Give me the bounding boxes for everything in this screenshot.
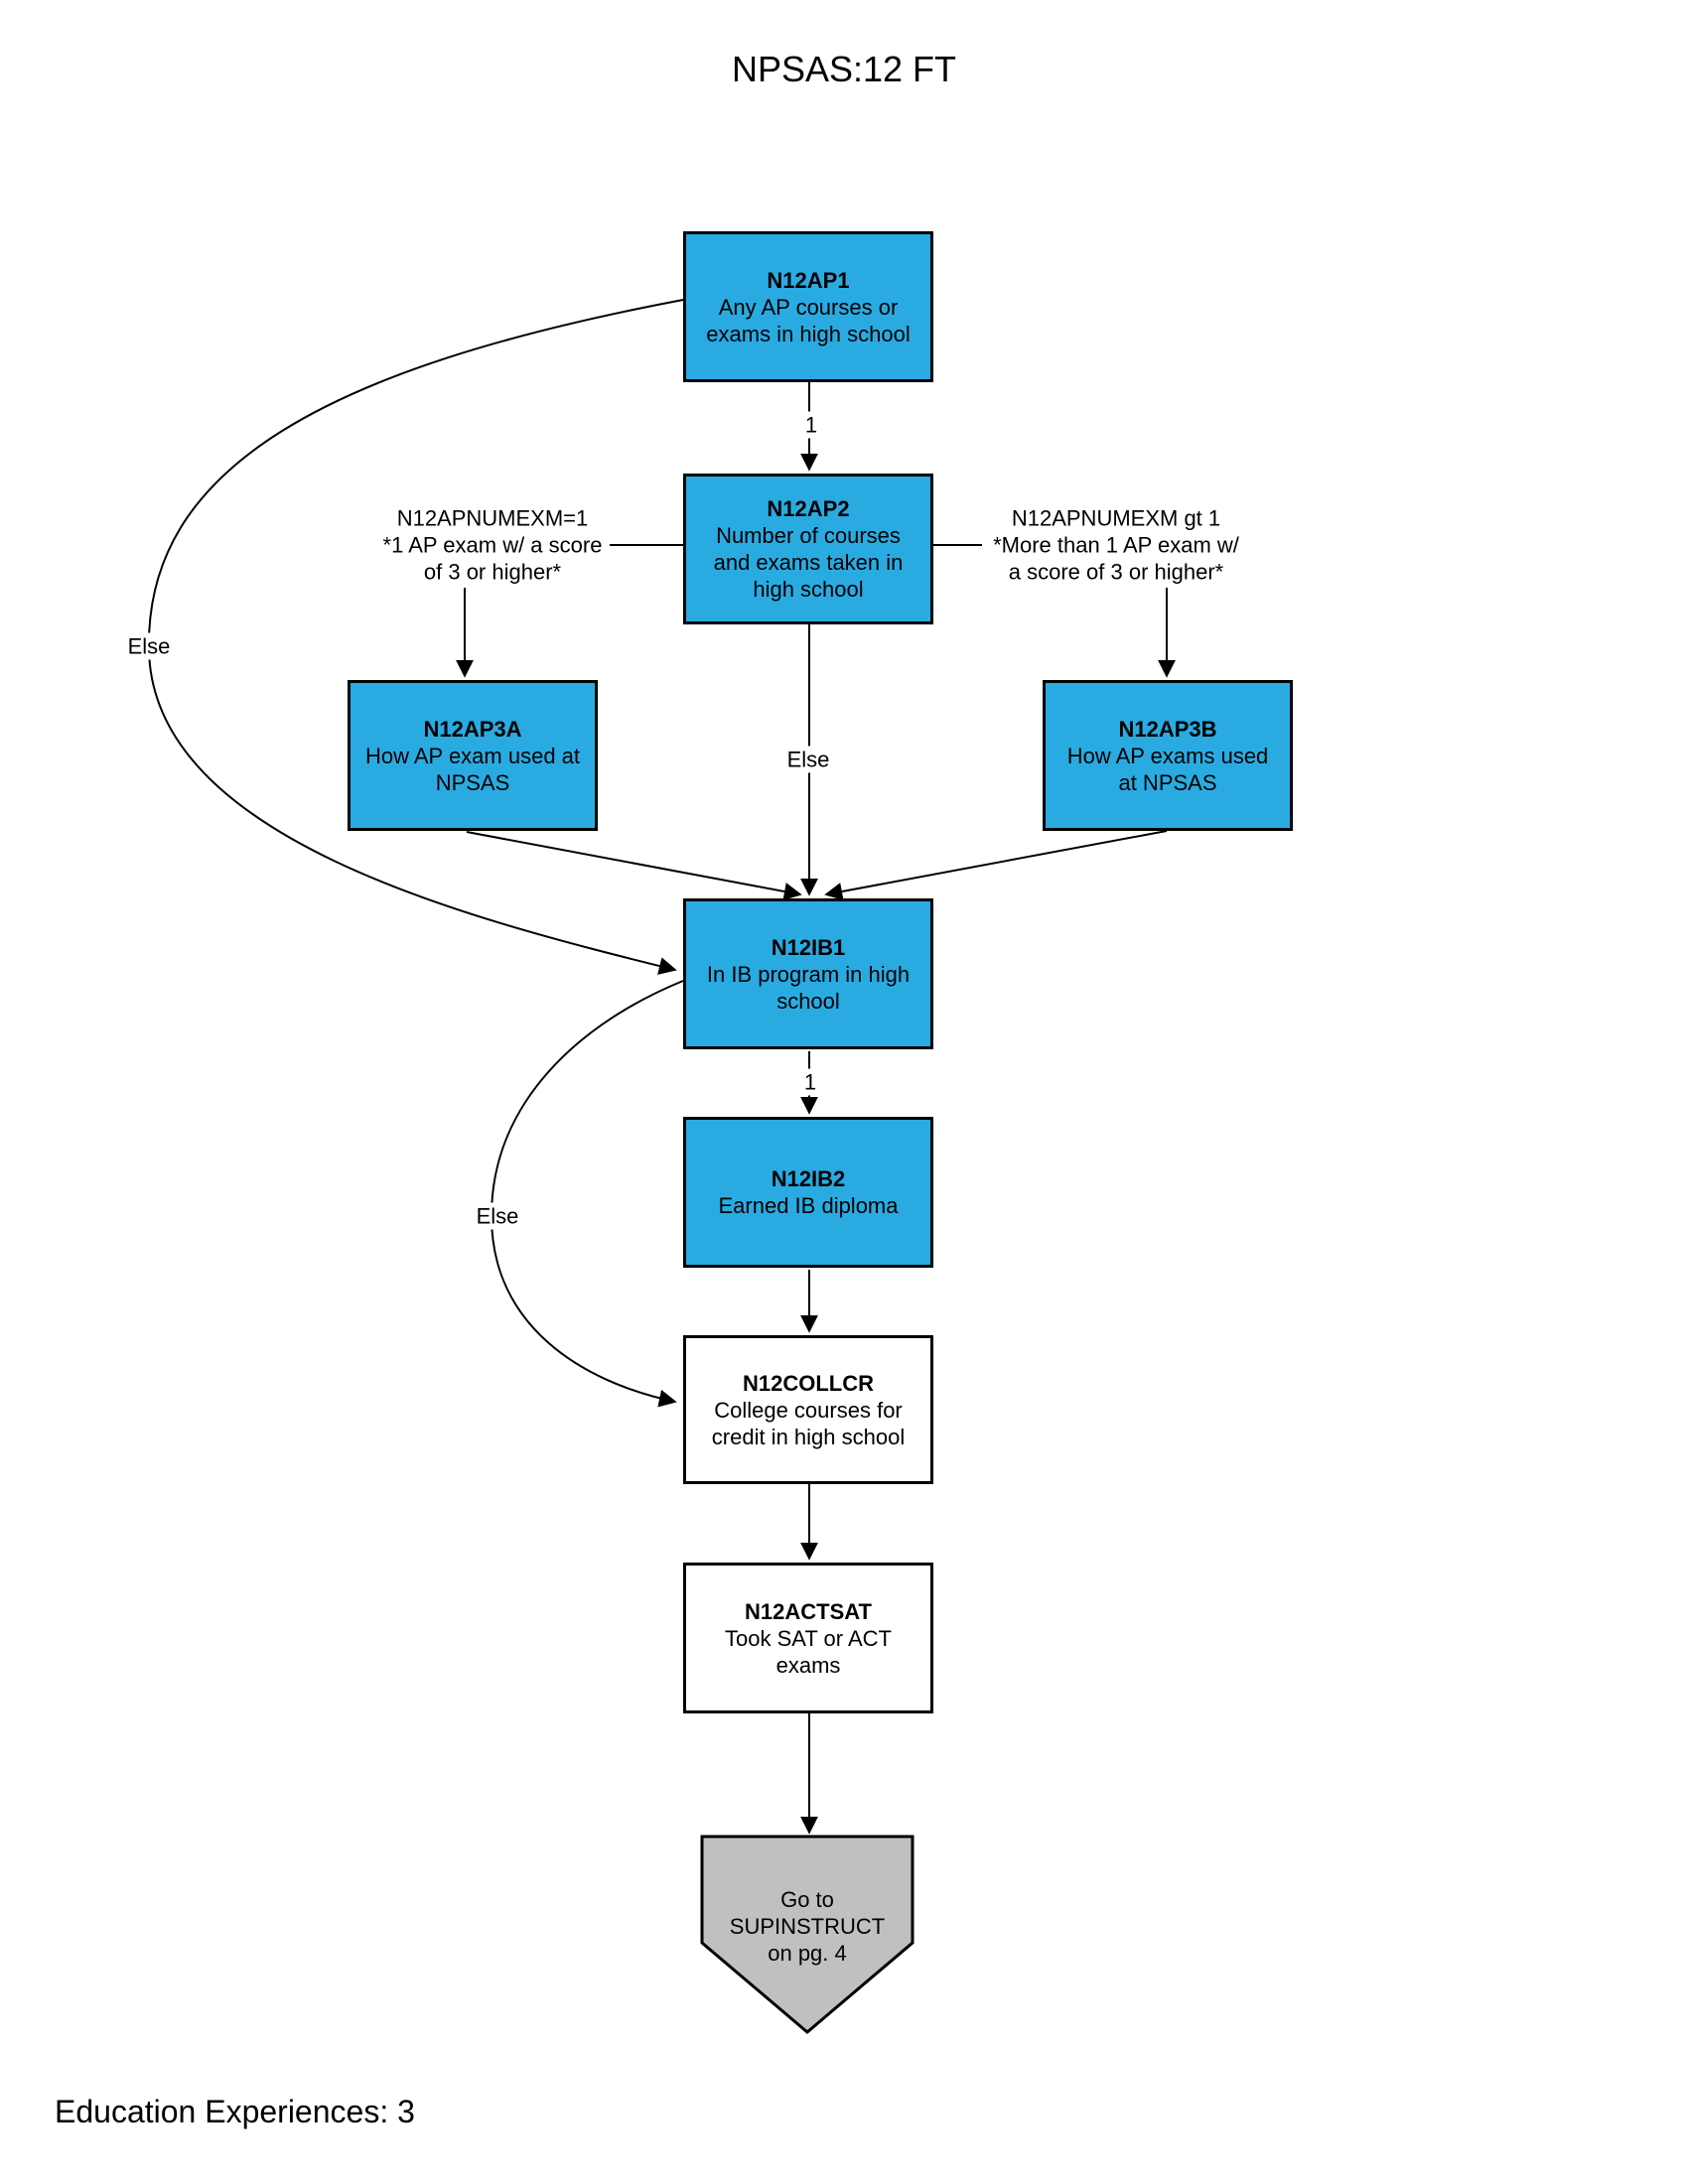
node-n12actsat-desc: Took SAT or ACT exams — [725, 1625, 892, 1678]
node-n12ap3a: N12AP3A How AP exam used at NPSAS — [348, 680, 598, 831]
footer-label: Education Experiences: 3 — [55, 2094, 415, 2129]
node-n12actsat-title: N12ACTSAT — [745, 1598, 872, 1624]
node-n12ap1-desc: Any AP courses or exams in high school — [706, 294, 911, 346]
edge-label-ap2-right-condition: N12APNUMEXM gt 1 *More than 1 AP exam w/… — [982, 504, 1250, 586]
node-n12ib2-desc: Earned IB diploma — [718, 1193, 899, 1218]
node-n12ib1: N12IB1 In IB program in high school — [683, 898, 933, 1049]
terminal-pentagon-shape — [700, 1835, 914, 2034]
node-n12ap2-desc: Number of courses and exams taken in hig… — [713, 523, 904, 602]
node-n12ap3b-title: N12AP3B — [1118, 716, 1217, 742]
edge-label-ib1-else: Else — [473, 1202, 522, 1230]
edge-label-ap2-else: Else — [783, 746, 833, 773]
edge-ap3b-to-ib1 — [824, 830, 1168, 900]
diagram-title: NPSAS:12 FT — [731, 49, 957, 89]
edge-label-ap1-to-ap2: 1 — [801, 411, 821, 439]
node-n12ap3a-title: N12AP3A — [423, 716, 522, 742]
node-n12collcr: N12COLLCR College courses for credit in … — [683, 1335, 933, 1484]
node-n12ap3b-desc: How AP exams used at NPSAS — [1066, 743, 1269, 795]
edge-label-ib1-to-ib2: 1 — [800, 1068, 820, 1096]
terminal-pentagon-label: Go to SUPINSTRUCT on pg. 4 — [729, 1886, 886, 1966]
node-n12ap3b: N12AP3B How AP exams used at NPSAS — [1043, 680, 1293, 831]
node-n12ap3a-desc: How AP exam used at NPSAS — [364, 743, 581, 795]
node-n12collcr-title: N12COLLCR — [742, 1370, 874, 1396]
edge-label-ap2-left-condition: N12APNUMEXM=1 *1 AP exam w/ a score of 3… — [375, 504, 610, 586]
edge-ap3a-to-ib1 — [466, 831, 802, 900]
node-n12ap1-title: N12AP1 — [767, 267, 850, 293]
node-n12ib2-title: N12IB2 — [771, 1166, 846, 1191]
node-n12ap2-title: N12AP2 — [767, 496, 850, 521]
node-n12ib1-title: N12IB1 — [771, 934, 846, 960]
edge-ib1-else-curve — [490, 980, 684, 1408]
node-n12collcr-desc: College courses for credit in high schoo… — [711, 1397, 906, 1449]
edge-label-ap1-else: Else — [124, 632, 174, 660]
node-n12ib1-desc: In IB program in high school — [706, 961, 911, 1014]
node-n12ap1: N12AP1 Any AP courses or exams in high s… — [683, 231, 933, 382]
node-n12ap2: N12AP2 Number of courses and exams taken… — [683, 474, 933, 624]
node-n12actsat: N12ACTSAT Took SAT or ACT exams — [683, 1563, 933, 1713]
edge-ap1-else-curve — [147, 299, 684, 975]
node-n12ib2: N12IB2 Earned IB diploma — [683, 1117, 933, 1268]
